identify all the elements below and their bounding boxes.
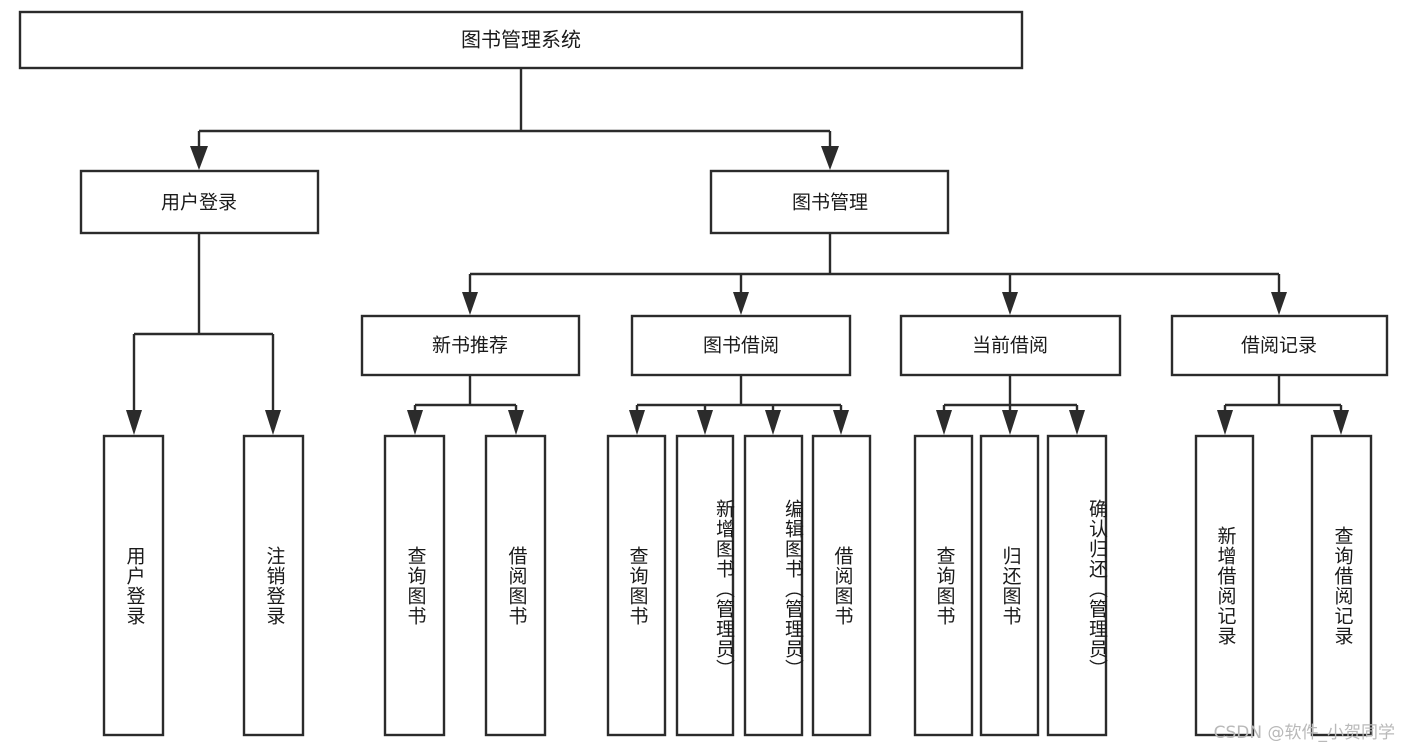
arrow-head-current-borrow <box>1002 292 1018 315</box>
connector-group-book-management <box>462 233 1287 315</box>
node-book-borrow-rect[interactable] <box>630 314 852 377</box>
leaf-rect-group <box>102 434 1373 737</box>
node-book-borrow[interactable]: 图书借阅 <box>630 314 852 377</box>
node-book-management-rect[interactable] <box>709 169 950 235</box>
arrow-head-leaf-query-borrow-record <box>1333 410 1349 435</box>
node-root-rect[interactable] <box>18 10 1024 70</box>
node-leaf-borrow-book-rect[interactable] <box>811 434 872 737</box>
node-leaf-return-book-rect[interactable] <box>979 434 1040 737</box>
node-borrow-record[interactable]: 借阅记录 <box>1170 314 1389 377</box>
arrow-head-leaf-borrow-book <box>833 410 849 435</box>
connector-group-root <box>190 68 839 170</box>
node-user-login-rect[interactable] <box>79 169 320 235</box>
node-borrow-record-label: 借阅记录 <box>1241 335 1317 357</box>
node-book-management-label: 图书管理 <box>792 192 868 214</box>
arrow-head-leaf-edit-book <box>765 410 781 435</box>
connector-group-new-book-recommend <box>407 375 524 435</box>
connector-group-current-borrow <box>936 375 1085 435</box>
arrow-head-leaf-add-book <box>697 410 713 435</box>
arrow-head-leaf-add-borrow-record <box>1217 410 1233 435</box>
node-new-book-recommend[interactable]: 新书推荐 <box>360 314 581 377</box>
arrow-head-leaf-query-book-recommend <box>407 410 423 435</box>
arrow-head-leaf-query-book-borrow <box>629 410 645 435</box>
node-new-book-recommend-label: 新书推荐 <box>432 335 508 357</box>
node-user-login-label: 用户登录 <box>161 192 237 214</box>
node-current-borrow-label: 当前借阅 <box>972 335 1048 357</box>
node-leaf-logout-rect[interactable] <box>242 434 305 737</box>
arrow-head-leaf-user-login <box>126 410 142 435</box>
node-leaf-add-book-rect[interactable] <box>675 434 735 737</box>
node-leaf-user-login-rect[interactable] <box>102 434 165 737</box>
node-leaf-query-book-recommend-rect[interactable] <box>383 434 446 737</box>
node-current-borrow-rect[interactable] <box>899 314 1122 377</box>
arrow-head-leaf-query-book-current <box>936 410 952 435</box>
connector-group-borrow-record <box>1217 375 1349 435</box>
node-user-login[interactable]: 用户登录 <box>79 169 320 235</box>
node-leaf-query-book-current-rect[interactable] <box>913 434 974 737</box>
arrow-head-leaf-borrow-book-recommend <box>508 410 524 435</box>
arrow-head-user-login <box>190 146 208 170</box>
arrow-head-borrow-record <box>1271 292 1287 315</box>
node-root[interactable]: 图书管理系统 <box>18 10 1024 70</box>
node-leaf-query-borrow-record-rect[interactable] <box>1310 434 1373 737</box>
node-leaf-add-borrow-record-rect[interactable] <box>1194 434 1255 737</box>
node-borrow-record-rect[interactable] <box>1170 314 1389 377</box>
node-new-book-recommend-rect[interactable] <box>360 314 581 377</box>
node-leaf-edit-book-rect[interactable] <box>743 434 804 737</box>
connector-group-book-borrow <box>629 375 849 435</box>
arrow-head-leaf-logout <box>265 410 281 435</box>
node-book-management[interactable]: 图书管理 <box>709 169 950 235</box>
arrow-head-leaf-return-book <box>1002 410 1018 435</box>
arrow-head-book-borrow <box>733 292 749 315</box>
node-leaf-confirm-return-rect[interactable] <box>1046 434 1108 737</box>
arrow-head-book-management <box>821 146 839 170</box>
arrow-head-leaf-confirm-return <box>1069 410 1085 435</box>
node-leaf-query-book-borrow-rect[interactable] <box>606 434 667 737</box>
node-root-label: 图书管理系统 <box>461 28 581 52</box>
csdn-watermark: CSDN @软件_小贺同学 <box>1213 723 1395 743</box>
connector-group-user-login <box>126 233 281 435</box>
arrow-head-new-book-recommend <box>462 292 478 315</box>
node-leaf-borrow-book-recommend-rect[interactable] <box>484 434 547 737</box>
node-current-borrow[interactable]: 当前借阅 <box>899 314 1122 377</box>
node-book-borrow-label: 图书借阅 <box>703 335 779 357</box>
